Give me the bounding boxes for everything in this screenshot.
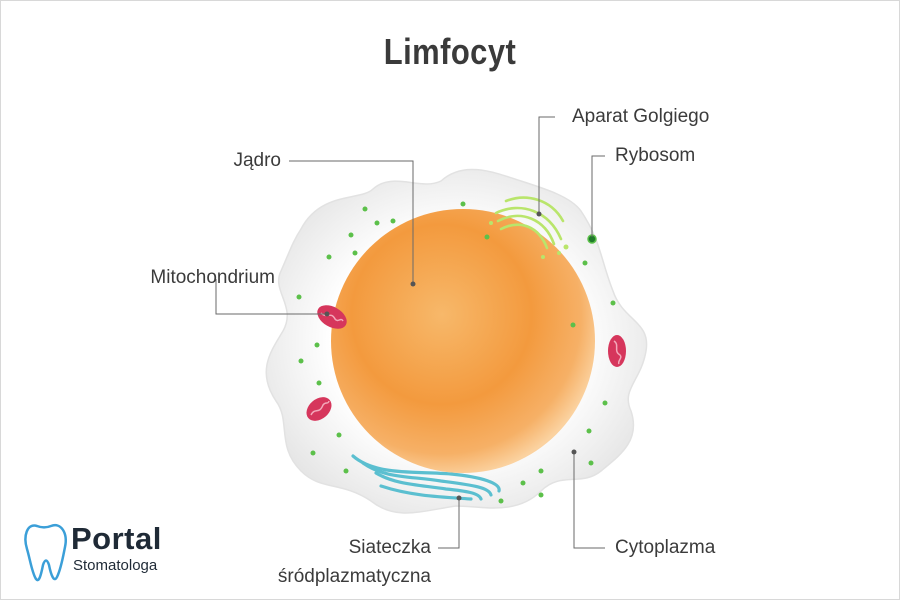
leader-siateczka-dot xyxy=(456,495,462,501)
mitochondrion xyxy=(608,335,626,367)
leader-mito-dot xyxy=(324,311,330,317)
label-mitochondrium: Mitochondrium xyxy=(150,267,275,288)
mitochondrion xyxy=(306,397,332,421)
logo-subtitle: Stomatologa xyxy=(73,557,158,574)
leader-jadro-dot xyxy=(410,281,416,287)
logo-name: Portal xyxy=(71,521,162,556)
leader-rybosom xyxy=(591,155,605,237)
leader-jadro xyxy=(289,160,414,284)
diagram-title: Limfocyt xyxy=(383,31,517,72)
ribosomes xyxy=(296,201,616,504)
label-siateczka-line1: Siateczka xyxy=(348,537,431,558)
portal-stomatologa-logo: Portal Stomatologa xyxy=(23,521,193,581)
nucleus xyxy=(331,209,595,473)
golgi-apparatus xyxy=(489,196,569,259)
label-siateczka-line2: śródplazmatyczna xyxy=(277,566,431,587)
leader-golgi xyxy=(538,116,555,214)
label-cytoplazma: Cytoplazma xyxy=(615,537,716,558)
leader-siateczka xyxy=(438,498,460,549)
leader-lines xyxy=(215,116,605,549)
label-jadro: Jądro xyxy=(233,150,281,171)
leader-mito xyxy=(215,279,327,315)
leader-cytoplazma xyxy=(573,452,605,549)
leader-golgi-dot xyxy=(536,211,542,217)
label-rybosom: Rybosom xyxy=(615,145,696,166)
label-aparat-golgiego: Aparat Golgiego xyxy=(572,106,710,127)
leader-cytoplazma-dot xyxy=(571,449,577,455)
endoplasmic-reticulum xyxy=(351,454,501,501)
tooth-logo-icon xyxy=(24,523,67,582)
